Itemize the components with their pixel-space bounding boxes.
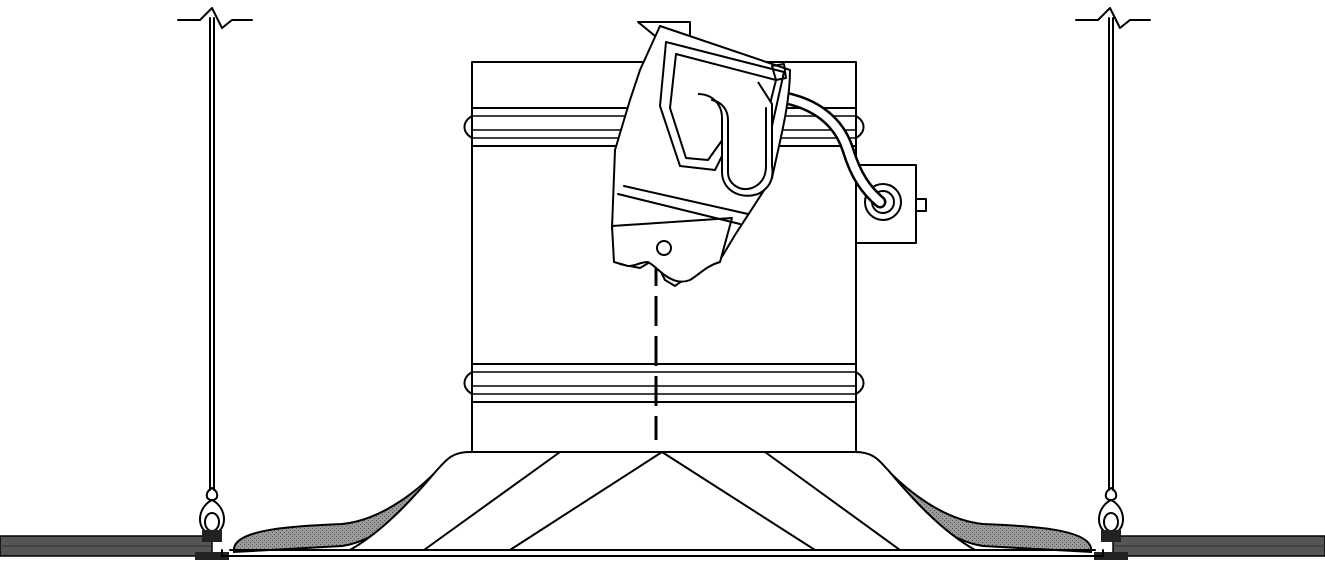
hanger-wire-left xyxy=(177,7,253,560)
damper-actuator xyxy=(611,21,791,287)
ceiling-tile-left xyxy=(0,535,213,557)
ceiling-tile-right xyxy=(1112,535,1325,557)
hanger-wire-right xyxy=(1075,7,1151,560)
actuator-cable xyxy=(765,89,887,209)
